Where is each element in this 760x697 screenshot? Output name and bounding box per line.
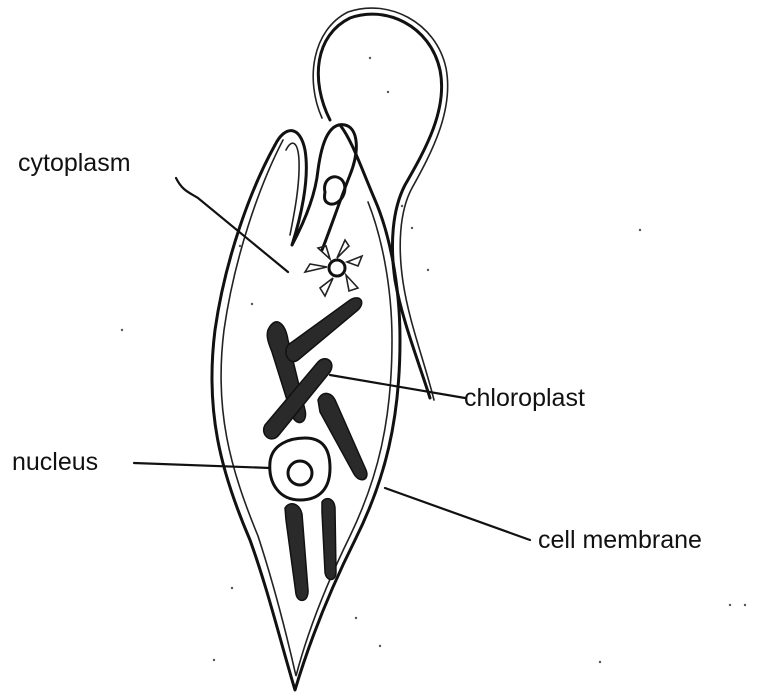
chloroplasts <box>264 298 367 600</box>
label-cytoplasm: cytoplasm <box>18 149 131 177</box>
chloroplast-2 <box>286 298 362 362</box>
eyespot <box>305 240 362 296</box>
contractile-vacuole <box>325 177 345 204</box>
label-chloroplast: chloroplast <box>464 384 585 412</box>
nucleus-leader <box>134 463 270 468</box>
chloroplast-4 <box>318 393 367 479</box>
chloroplast-5 <box>285 504 308 601</box>
cell-membrane-leader <box>385 488 530 540</box>
nucleus <box>270 438 330 500</box>
leader-lines <box>134 178 530 540</box>
label-cell-membrane: cell membrane <box>538 526 702 554</box>
specks <box>121 57 746 663</box>
chloroplast-6 <box>322 499 336 580</box>
cytoplasm-leader <box>176 178 288 272</box>
cell-body <box>212 125 400 690</box>
nucleolus <box>288 461 312 485</box>
label-nucleus: nucleus <box>12 448 98 476</box>
